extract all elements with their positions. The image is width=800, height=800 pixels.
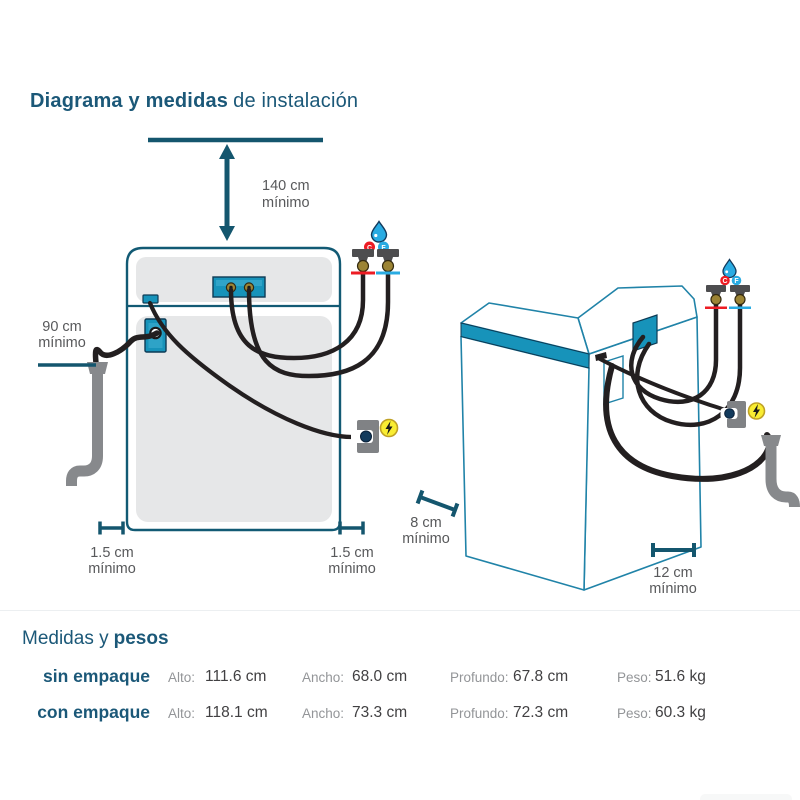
hot-faucet-icon-3d <box>705 285 727 309</box>
spec-row-name: con empaque <box>37 702 150 722</box>
faucet-icons: C F <box>351 220 400 275</box>
hot-water-letter-3d: C <box>722 278 727 285</box>
height-label: Alto: <box>168 670 196 685</box>
height-value: 118.1 cm <box>205 704 268 721</box>
hot-faucet-icon <box>351 249 375 275</box>
cold-water-letter-3d: F <box>734 278 739 285</box>
water-drop-icon <box>370 220 388 243</box>
side-gap-qualifier: mínimo <box>402 531 450 547</box>
depth-value: 67.8 cm <box>513 668 569 685</box>
weight-value: 60.3 kg <box>655 704 706 721</box>
top-clearance-qualifier: mínimo <box>262 195 310 211</box>
weight-value: 51.6 kg <box>655 668 706 685</box>
specs-heading-regular: Medidas y <box>22 628 109 649</box>
right-gap-value: 1.5 cm <box>330 545 374 561</box>
power-outlet <box>351 420 379 453</box>
cold-water-letter: F <box>381 245 386 252</box>
power-cord-connector-3d <box>595 352 607 361</box>
cold-faucet-icon-3d <box>729 285 751 309</box>
water-inlet-panel <box>212 276 266 298</box>
spec-row-sin-empaque: sin empaque Alto: 111.6 cm Ancho: 68.0 c… <box>0 666 800 690</box>
electricity-icon <box>379 418 399 438</box>
cold-water-badge-3d <box>731 275 742 286</box>
spec-row-name: sin empaque <box>43 666 150 686</box>
hot-water-letter: C <box>367 245 372 252</box>
height-label: Alto: <box>168 706 196 721</box>
width-value: 73.3 cm <box>352 704 408 721</box>
depth-value: 72.3 cm <box>513 704 569 721</box>
rear-gap-bracket <box>651 543 696 557</box>
power-outlet-3d <box>720 401 746 428</box>
weight-label: Peso: <box>617 706 652 721</box>
right-gap-bracket <box>338 521 365 535</box>
weight-label: Peso: <box>617 670 652 685</box>
left-gap-qualifier: mínimo <box>88 561 136 577</box>
front-view-diagram: 140 cm mínimo <box>38 137 400 577</box>
left-gap-bracket <box>98 521 125 535</box>
side-view-diagram: C F <box>402 258 800 597</box>
drain-standpipe <box>66 362 108 487</box>
washer-3d-body <box>460 285 702 591</box>
top-clearance-value: 140 cm <box>262 178 310 194</box>
width-value: 68.0 cm <box>352 668 408 685</box>
left-gap-value: 1.5 cm <box>90 545 134 561</box>
hot-inlet-hose-3d <box>629 299 719 405</box>
hot-inlet-hose <box>228 265 366 361</box>
rear-gap-qualifier: mínimo <box>649 581 697 597</box>
lightning-bolt-icon <box>385 421 393 435</box>
cold-faucet-icon <box>376 249 400 275</box>
drain-hose <box>92 330 160 366</box>
spec-row-con-empaque: con empaque Alto: 118.1 cm Ancho: 73.3 c… <box>0 702 800 726</box>
side-gap-bracket <box>415 489 460 518</box>
clearance-arrow <box>219 144 235 241</box>
faucet-icons-3d: C F <box>705 258 751 309</box>
height-value: 111.6 cm <box>205 668 267 685</box>
power-cable <box>147 300 355 440</box>
installation-diagram: 140 cm mínimo <box>38 137 800 597</box>
washer-cabinet-panel <box>136 316 332 522</box>
drain-standpipe-3d <box>761 435 800 508</box>
hot-water-badge-3d <box>720 275 730 286</box>
page-title-regular: de instalación <box>233 90 359 112</box>
lightning-bolt-icon-3d <box>753 404 760 418</box>
right-gap-qualifier: mínimo <box>328 561 376 577</box>
drain-height-qualifier: mínimo <box>38 335 86 351</box>
water-drop-icon-3d <box>722 258 737 279</box>
washer-top-band <box>460 322 590 369</box>
width-label: Ancho: <box>302 670 345 685</box>
depth-label: Profundo: <box>450 670 509 685</box>
width-label: Ancho: <box>302 706 345 721</box>
electricity-icon-3d <box>747 402 766 420</box>
cold-inlet-hose <box>246 265 391 379</box>
bottom-edge-artifact <box>700 794 792 800</box>
depth-label: Profundo: <box>450 706 509 721</box>
side-gap-value: 8 cm <box>410 515 441 531</box>
page-title-bold: Diagrama y medidas <box>30 90 229 112</box>
drain-height-value: 90 cm <box>42 319 82 335</box>
section-divider <box>0 610 800 611</box>
washer-side-face <box>460 335 590 591</box>
rear-gap-value: 12 cm <box>653 565 693 581</box>
specs-heading-bold: pesos <box>113 628 169 649</box>
cold-inlet-hose-3d <box>634 299 743 428</box>
